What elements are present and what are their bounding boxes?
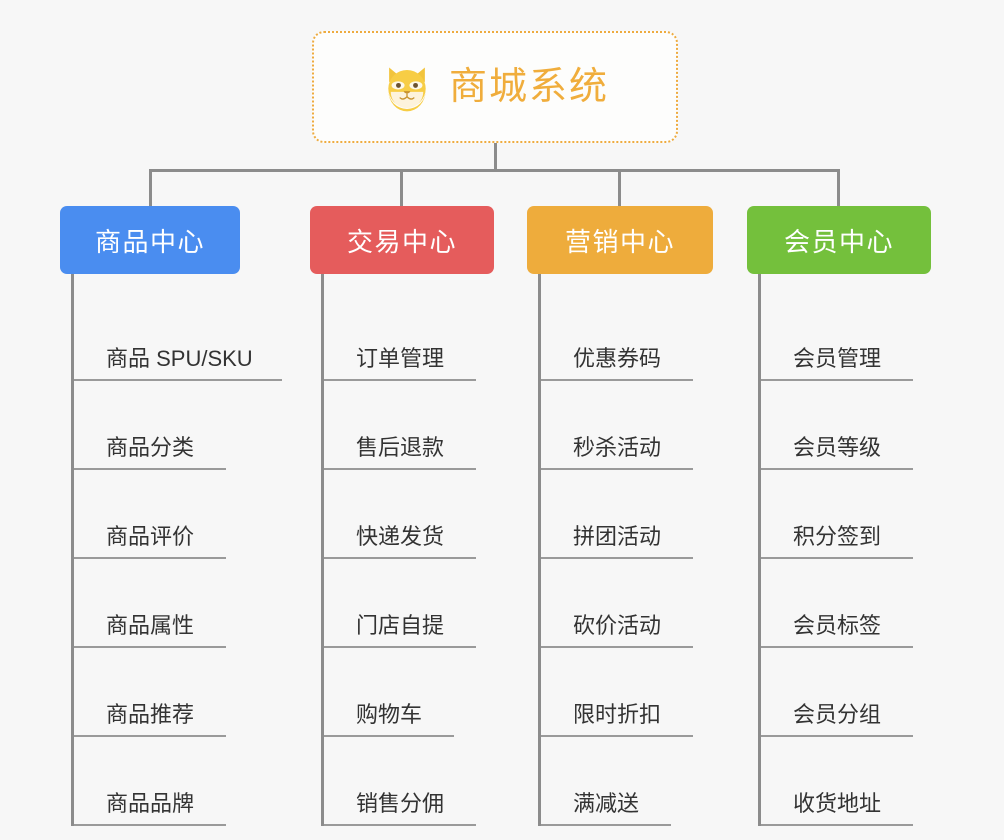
leaf-list-marketing-center: 优惠券码 秒杀活动 拼团活动 砍价活动 限时折扣 满减送 xyxy=(538,274,713,826)
leaf-item[interactable]: 售后退款 xyxy=(324,381,494,470)
leaf-item[interactable]: 会员管理 xyxy=(761,292,931,381)
leaf-item[interactable]: 销售分佣 xyxy=(324,737,494,826)
leaf-underline xyxy=(541,557,693,559)
leaf-label: 快递发货 xyxy=(356,523,445,549)
connector-drop-product-center xyxy=(149,169,152,206)
leaf-label: 商品属性 xyxy=(106,612,195,638)
leaf-underline xyxy=(761,557,913,559)
shiba-dog-face-icon xyxy=(388,67,426,112)
category-title: 商品中心 xyxy=(94,226,205,257)
leaf-label: 会员管理 xyxy=(793,345,882,371)
leaf-label: 商品 SPU/SKU xyxy=(106,345,253,371)
leaf-item[interactable]: 拼团活动 xyxy=(541,470,713,559)
root-title: 商城系统 xyxy=(448,66,609,108)
leaf-item[interactable]: 限时折扣 xyxy=(541,648,713,737)
leaf-underline xyxy=(761,824,913,826)
connector-drop-member-center xyxy=(837,169,840,206)
leaf-underline xyxy=(74,824,226,826)
leaf-label: 收货地址 xyxy=(793,790,882,816)
leaf-item[interactable]: 订单管理 xyxy=(324,292,494,381)
leaf-underline xyxy=(541,735,693,737)
leaf-item[interactable]: 商品品牌 xyxy=(74,737,253,826)
leaf-label: 积分签到 xyxy=(793,523,882,549)
leaf-underline xyxy=(541,646,693,648)
leaf-label: 优惠券码 xyxy=(573,345,662,371)
leaf-label: 订单管理 xyxy=(356,345,445,371)
leaf-label: 商品品牌 xyxy=(106,790,195,816)
leaf-item[interactable]: 砍价活动 xyxy=(541,559,713,648)
leaf-label: 秒杀活动 xyxy=(573,434,662,460)
leaf-underline xyxy=(74,557,226,559)
connector-drop-marketing-center xyxy=(618,169,621,206)
connector-root-stem xyxy=(494,143,497,171)
leaf-item[interactable]: 积分签到 xyxy=(761,470,931,559)
leaf-label: 砍价活动 xyxy=(573,612,662,638)
leaf-underline xyxy=(541,468,693,470)
leaf-underline xyxy=(324,646,476,648)
leaf-label: 会员标签 xyxy=(793,612,882,638)
leaf-item[interactable]: 会员分组 xyxy=(761,648,931,737)
leaf-label: 会员分组 xyxy=(793,701,882,727)
leaf-underline xyxy=(324,735,454,737)
leaf-item[interactable]: 会员等级 xyxy=(761,381,931,470)
leaf-item[interactable]: 收货地址 xyxy=(761,737,931,826)
leaf-item[interactable]: 秒杀活动 xyxy=(541,381,713,470)
leaf-underline xyxy=(324,379,476,381)
leaf-label: 商品评价 xyxy=(106,523,195,549)
leaf-item[interactable]: 会员标签 xyxy=(761,559,931,648)
leaf-label: 限时折扣 xyxy=(573,701,662,727)
leaf-label: 销售分佣 xyxy=(356,790,445,816)
leaf-item[interactable]: 商品 SPU/SKU xyxy=(74,292,282,381)
leaf-underline xyxy=(74,735,226,737)
leaf-list-trade-center: 订单管理 售后退款 快递发货 门店自提 购物车 销售分佣 xyxy=(321,274,494,826)
leaf-list-member-center: 会员管理 会员等级 积分签到 会员标签 会员分组 收货地址 xyxy=(758,274,931,826)
leaf-label: 购物车 xyxy=(356,701,423,727)
root-node[interactable]: 商城系统 xyxy=(312,31,678,143)
category-title: 交易中心 xyxy=(346,226,457,257)
category-header-product-center[interactable]: 商品中心 xyxy=(60,206,240,274)
leaf-underline xyxy=(324,557,476,559)
leaf-item[interactable]: 满减送 xyxy=(541,737,713,826)
branch-member-center: 会员中心 会员管理 会员等级 积分签到 会员标签 会员分组 xyxy=(747,206,931,826)
leaf-underline xyxy=(324,824,476,826)
branch-product-center: 商品中心 商品 SPU/SKU 商品分类 商品评价 商品属性 商品推荐 xyxy=(60,206,282,826)
leaf-label: 拼团活动 xyxy=(573,523,662,549)
leaf-underline xyxy=(74,379,282,381)
leaf-underline xyxy=(74,646,226,648)
branch-marketing-center: 营销中心 优惠券码 秒杀活动 拼团活动 砍价活动 限时折扣 xyxy=(527,206,713,826)
leaf-label: 门店自提 xyxy=(356,612,445,638)
leaf-item[interactable]: 商品分类 xyxy=(74,381,253,470)
leaf-underline xyxy=(761,468,913,470)
leaf-underline xyxy=(761,379,913,381)
category-title: 会员中心 xyxy=(783,226,894,257)
category-header-trade-center[interactable]: 交易中心 xyxy=(310,206,494,274)
leaf-item[interactable]: 商品推荐 xyxy=(74,648,253,737)
leaf-underline xyxy=(541,379,693,381)
leaf-item[interactable]: 购物车 xyxy=(324,648,494,737)
leaf-item[interactable]: 商品属性 xyxy=(74,559,253,648)
leaf-item[interactable]: 门店自提 xyxy=(324,559,494,648)
leaf-label: 满减送 xyxy=(573,790,640,816)
category-header-marketing-center[interactable]: 营销中心 xyxy=(527,206,713,274)
connector-horizontal-bus xyxy=(149,169,840,172)
leaf-underline xyxy=(761,646,913,648)
category-title: 营销中心 xyxy=(564,226,675,257)
leaf-item[interactable]: 快递发货 xyxy=(324,470,494,559)
leaf-label: 会员等级 xyxy=(793,434,882,460)
leaf-label: 售后退款 xyxy=(356,434,445,460)
branch-trade-center: 交易中心 订单管理 售后退款 快递发货 门店自提 购物车 xyxy=(310,206,494,826)
leaf-label: 商品分类 xyxy=(106,434,195,460)
leaf-label: 商品推荐 xyxy=(106,701,195,727)
leaf-underline xyxy=(74,468,226,470)
leaf-underline xyxy=(541,824,671,826)
leaf-underline xyxy=(324,468,476,470)
leaf-item[interactable]: 商品评价 xyxy=(74,470,253,559)
connector-drop-trade-center xyxy=(400,169,403,206)
leaf-underline xyxy=(761,735,913,737)
leaf-list-product-center: 商品 SPU/SKU 商品分类 商品评价 商品属性 商品推荐 商品品牌 xyxy=(71,274,282,826)
leaf-item[interactable]: 优惠券码 xyxy=(541,292,713,381)
category-header-member-center[interactable]: 会员中心 xyxy=(747,206,931,274)
